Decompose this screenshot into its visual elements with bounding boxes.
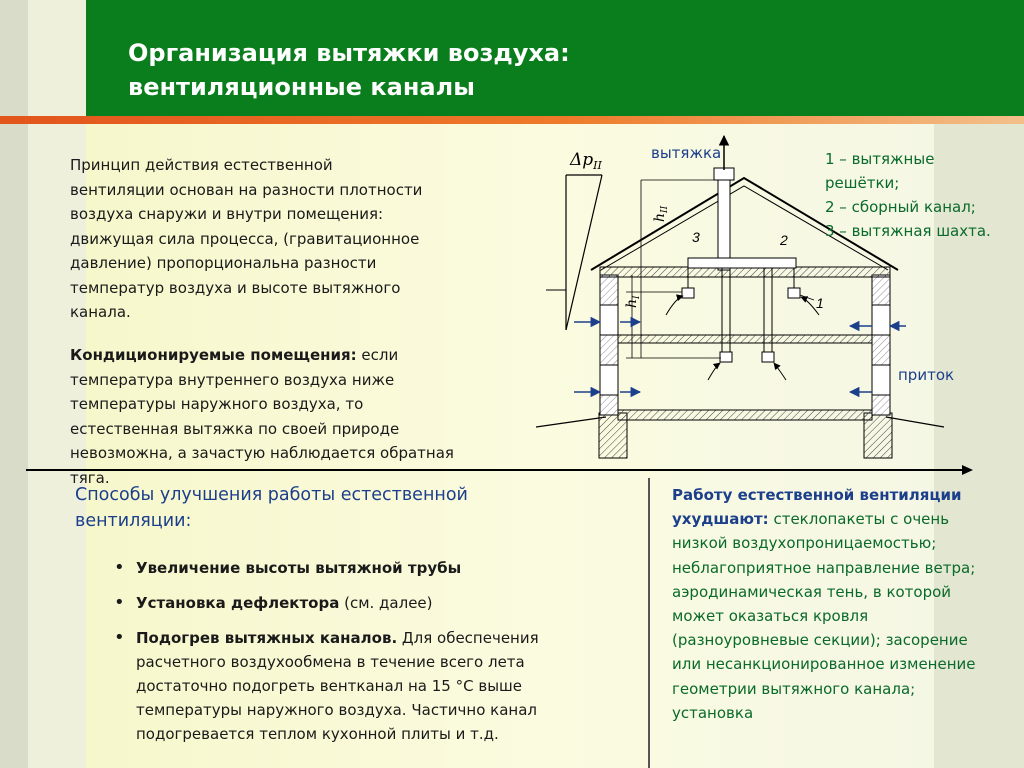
floor-bottom xyxy=(617,409,873,421)
grille xyxy=(719,351,733,363)
ground-right xyxy=(885,416,945,428)
grille xyxy=(787,287,801,299)
label-2: 2 xyxy=(779,232,788,248)
section-axis-line xyxy=(26,469,966,471)
grille xyxy=(761,351,775,363)
conditioned-heading: Кондиционируемые помещения: xyxy=(70,346,357,364)
worsening-factors: Работу естественной вентиляции ухудшают:… xyxy=(672,483,982,725)
label-3: 3 xyxy=(692,229,700,245)
legend-item: 3 – вытяжная шахта. xyxy=(825,222,991,240)
worsening-text: стеклопакеты с очень низкой воздухопрони… xyxy=(672,510,976,722)
worsening-heading: Работу естественной вентиляции ухудшают: xyxy=(672,486,962,529)
legend-item: 2 – сборный канал; xyxy=(825,198,976,216)
left-band xyxy=(0,0,28,768)
legend-item: 1 – вытяжные решётки; xyxy=(825,150,935,192)
diagram-legend: 1 – вытяжные решётки; 2 – сборный канал;… xyxy=(825,147,1005,243)
conditioned-paragraph: Кондиционируемые помещения: если темпера… xyxy=(70,343,460,490)
exhaust-shaft xyxy=(717,179,731,271)
inflow-label: приток xyxy=(898,366,955,384)
column-divider xyxy=(648,478,650,768)
floor-middle xyxy=(617,334,873,344)
title-line-2: вентиляционные каналы xyxy=(128,73,475,101)
intro-paragraph: Принцип действия естественной вентиляции… xyxy=(70,156,423,321)
conditioned-text: если температура внутреннего воздуха ниж… xyxy=(70,346,454,487)
title-line-1: Организация вытяжки воздуха: xyxy=(128,39,570,67)
section-axis-arrowhead xyxy=(962,465,973,475)
label-1: 1 xyxy=(816,295,824,311)
slide-header xyxy=(86,0,1024,116)
h2-label: hII xyxy=(652,205,670,222)
list-item: Установка дефлектора (см. далее) xyxy=(112,591,612,615)
list-item: Увеличение высоты вытяжной трубы xyxy=(112,556,612,580)
list-item: Подогрев вытяжных каналов. Для обеспечен… xyxy=(112,626,612,746)
roof xyxy=(590,176,899,271)
collecting-channel xyxy=(687,257,797,269)
h1-label: hI xyxy=(624,295,642,308)
pressure-diagram xyxy=(546,174,603,331)
ways-heading: Способы улучшения работы естественной ве… xyxy=(75,485,468,531)
slide-title: Организация вытяжки воздуха: вентиляцион… xyxy=(128,36,828,104)
ways-list: Увеличение высоты вытяжной трубы Установ… xyxy=(112,556,612,757)
right-band xyxy=(934,0,1024,768)
ground-left xyxy=(536,416,607,428)
header-rule xyxy=(0,116,1024,124)
grille xyxy=(681,287,695,299)
left-band-inner xyxy=(28,0,86,768)
building-ventilation-diagram: hII hI 3 2 1 xyxy=(536,134,945,459)
delta-p-label: ΔpII xyxy=(570,150,602,172)
exhaust-label: вытяжка xyxy=(651,144,722,162)
